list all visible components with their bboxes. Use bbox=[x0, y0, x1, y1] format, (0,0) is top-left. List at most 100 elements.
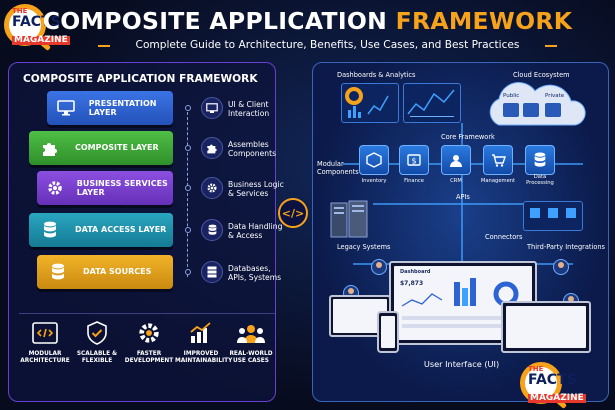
connector-dot bbox=[185, 269, 191, 275]
user-avatar bbox=[371, 259, 387, 275]
integrations-icon bbox=[530, 208, 576, 218]
server-icon bbox=[545, 103, 561, 117]
logo-the: THE bbox=[528, 365, 544, 373]
description-presentation: UI & Client Interaction bbox=[228, 100, 270, 119]
facts-magazine-logo: THE FACTS MAGAZINE bbox=[4, 4, 70, 46]
layer-label: PRESENTATION LAYER bbox=[88, 98, 157, 117]
module-label: Finance bbox=[404, 178, 424, 184]
tablet-device bbox=[501, 301, 591, 353]
cloud-public-label: Public bbox=[503, 93, 520, 99]
tablet-screen bbox=[506, 306, 586, 348]
analytics-chart-icon bbox=[345, 87, 389, 118]
features-row: MODULAR ARCHITECTURE SCALABLE & FLEXIBLE… bbox=[19, 313, 275, 373]
server-icon bbox=[523, 103, 539, 117]
legacy-systems-label: Legacy Systems bbox=[337, 243, 391, 251]
shield-check-icon bbox=[71, 320, 123, 346]
connector-dot bbox=[185, 105, 191, 111]
title-part1: COMPOSITE APPLICATION bbox=[42, 7, 388, 35]
database-icon bbox=[201, 219, 223, 241]
connectors-label: Connectors bbox=[485, 233, 523, 241]
facts-magazine-logo: THE FACTS MAGAZINE bbox=[520, 362, 586, 404]
code-icon bbox=[19, 320, 71, 346]
dashboard-card bbox=[341, 83, 399, 123]
connection-line bbox=[461, 203, 463, 263]
module-label: Data Processing bbox=[526, 174, 554, 186]
puzzle-icon bbox=[35, 139, 65, 157]
connection-line bbox=[373, 203, 573, 205]
feature-maintainability: IMPROVED MAINTAINABILITY bbox=[175, 320, 232, 365]
dashboard-card bbox=[403, 83, 461, 123]
server-icon bbox=[503, 103, 519, 117]
database-icon bbox=[35, 221, 65, 239]
dashboard-value: $7,873 bbox=[400, 280, 424, 287]
user-interface-label: User Interface (UI) bbox=[423, 359, 500, 369]
gear-icon bbox=[123, 320, 175, 346]
layer-composite: COMPOSITE LAYER bbox=[29, 131, 173, 165]
connector-dot bbox=[185, 227, 191, 233]
users-icon bbox=[225, 320, 277, 346]
module-label: Management bbox=[480, 178, 516, 184]
layer-business-services: BUSINESS SERVICES LAYER bbox=[37, 171, 173, 205]
apis-label: APIs bbox=[456, 193, 470, 201]
core-framework-label: Core Framework bbox=[441, 133, 495, 141]
cloud-label: Cloud Ecosystem bbox=[513, 71, 570, 79]
connector-dot bbox=[185, 185, 191, 191]
crm-module-icon bbox=[441, 145, 471, 175]
logo-facts: FACTS bbox=[12, 14, 61, 30]
connector-line bbox=[187, 107, 189, 277]
panel-title: COMPOSITE APPLICATION FRAMEWORK bbox=[23, 73, 258, 85]
layer-presentation: PRESENTATION LAYER bbox=[47, 91, 173, 125]
feature-modular: MODULAR ARCHITECTURE bbox=[19, 320, 71, 365]
module-label: CRM bbox=[450, 178, 462, 184]
legacy-server-icon bbox=[329, 199, 373, 239]
code-link-icon: </> bbox=[278, 198, 308, 228]
layer-label: COMPOSITE LAYER bbox=[75, 143, 159, 153]
server-icon bbox=[201, 261, 223, 283]
third-party-label: Third-Party Integrations bbox=[527, 243, 605, 251]
description-business: Business Logic & Services bbox=[228, 180, 284, 199]
puzzle-icon bbox=[201, 137, 223, 159]
phone-screen bbox=[381, 316, 395, 348]
phone-device bbox=[377, 311, 399, 353]
feature-use-cases: REAL-WORLD USE CASES bbox=[225, 320, 277, 365]
ecosystem-panel: Dashboards & Analytics Cloud Ecosystem P… bbox=[312, 62, 609, 402]
gear-icon bbox=[43, 179, 67, 197]
gear-icon bbox=[201, 177, 223, 199]
cloud-icon: Public Private bbox=[481, 81, 591, 129]
svg-text:$: $ bbox=[411, 157, 416, 166]
logo-magazine: MAGAZINE bbox=[528, 393, 586, 403]
feature-faster: FASTER DEVELOPMENT bbox=[123, 320, 175, 365]
description-data-access: Data Handling & Access bbox=[228, 222, 283, 241]
module-label: Inventory bbox=[361, 178, 387, 184]
database-icon bbox=[43, 263, 73, 281]
logo-the: THE bbox=[12, 7, 28, 15]
layer-label: DATA ACCESS LAYER bbox=[75, 225, 167, 235]
layer-data-access: DATA ACCESS LAYER bbox=[29, 213, 173, 247]
page-subtitle: Complete Guide to Architecture, Benefits… bbox=[98, 39, 557, 51]
monitor-icon bbox=[53, 100, 79, 116]
layer-label: BUSINESS SERVICES LAYER bbox=[76, 178, 168, 197]
logo-facts: FACTS bbox=[528, 372, 577, 388]
third-party-card bbox=[523, 201, 583, 231]
connector-dot bbox=[185, 145, 191, 151]
dashboards-label: Dashboards & Analytics bbox=[337, 71, 416, 79]
layer-data-sources: DATA SOURCES bbox=[37, 255, 173, 289]
data-processing-module-icon bbox=[525, 145, 555, 175]
description-composite: Assembles Components bbox=[228, 140, 277, 159]
page-title: COMPOSITE APPLICATION FRAMEWORK bbox=[0, 7, 615, 35]
modular-components-label: Modular Components bbox=[317, 160, 359, 176]
description-data-sources: Databases, APIs, Systems bbox=[228, 264, 282, 283]
dashboard-screen-title: Dashboard bbox=[400, 269, 431, 275]
monitor-icon bbox=[201, 97, 223, 119]
architecture-panel: COMPOSITE APPLICATION FRAMEWORK PRESENTA… bbox=[8, 62, 284, 402]
management-module-icon bbox=[483, 145, 513, 175]
layer-label: DATA SOURCES bbox=[83, 267, 152, 277]
finance-module-icon: $ bbox=[399, 145, 429, 175]
feature-scalable: SCALABLE & FLEXIBLE bbox=[71, 320, 123, 365]
inventory-module-icon bbox=[359, 145, 389, 175]
line-chart-icon bbox=[407, 89, 455, 117]
title-part2: FRAMEWORK bbox=[395, 7, 573, 35]
chart-up-icon bbox=[175, 320, 227, 346]
user-avatar bbox=[553, 259, 569, 275]
